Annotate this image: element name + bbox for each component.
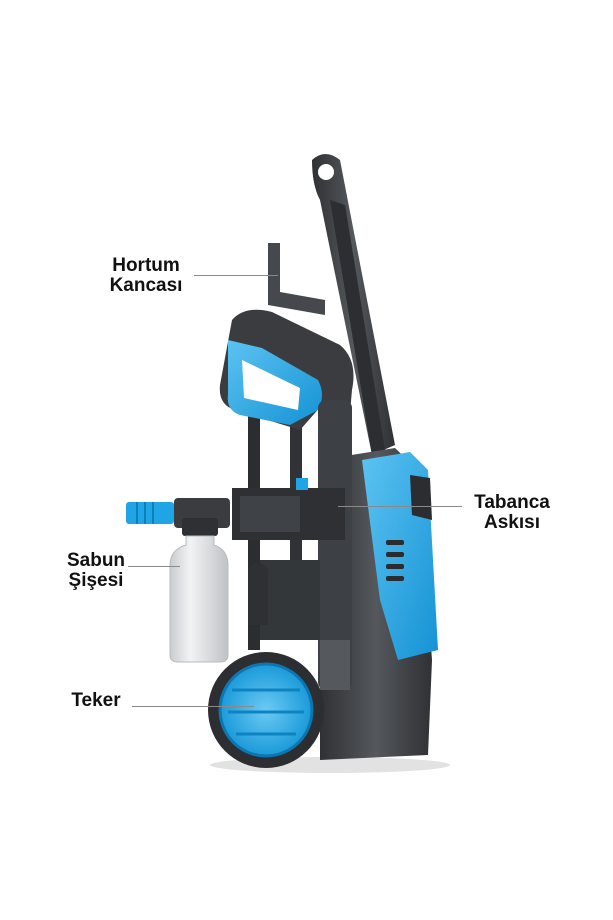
gun-barrel — [318, 400, 352, 690]
handle-grip-hole — [318, 164, 334, 180]
vent-slots — [386, 540, 404, 581]
leader-wheel — [132, 706, 254, 707]
lance-nozzle-blue — [126, 502, 174, 524]
soap-bottle — [169, 535, 229, 663]
leader-hose-hook — [194, 275, 278, 276]
hose-hook — [268, 243, 325, 315]
label-soap-bottle-line2: Şişesi — [68, 570, 124, 591]
leader-gun-holder — [338, 506, 462, 507]
label-gun-holder: Tabanca Askısı — [462, 493, 562, 533]
label-wheel-line1: Teker — [71, 690, 121, 711]
label-hose-hook-line1: Hortum — [112, 255, 180, 276]
label-gun-holder-line2: Askısı — [484, 512, 540, 533]
soap-bottle-cap — [182, 518, 218, 536]
label-soap-bottle-line1: Sabun — [66, 550, 126, 571]
label-hose-hook-line2: Kancası — [109, 275, 183, 296]
label-soap-bottle: Sabun Şişesi — [56, 551, 136, 591]
label-hose-hook: Hortum Kancası — [96, 256, 196, 296]
leader-soap-bottle — [128, 566, 180, 567]
label-gun-holder-line1: Tabanca — [474, 492, 550, 513]
label-wheel: Teker — [60, 691, 132, 711]
